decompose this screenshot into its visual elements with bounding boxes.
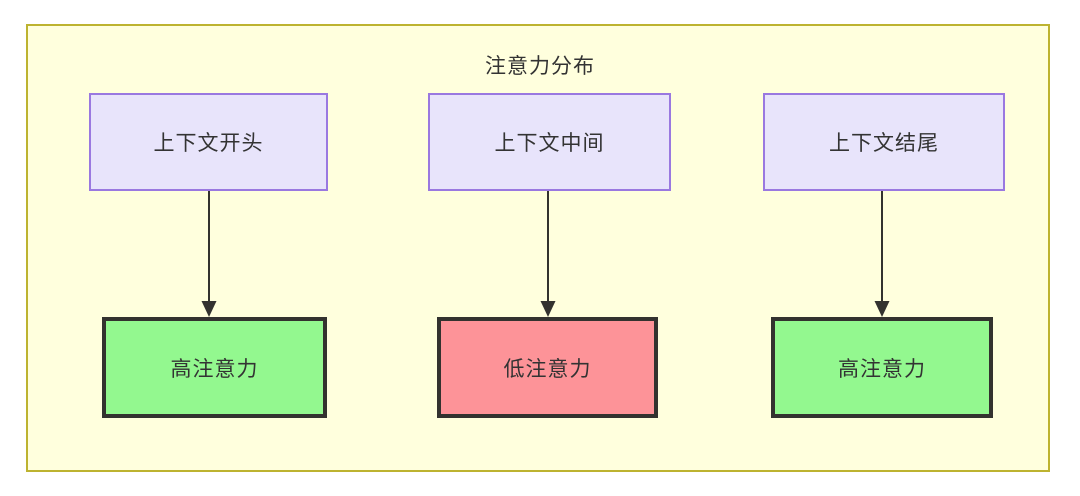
node-high-attention-end[interactable]: 高注意力 xyxy=(771,317,993,418)
node-context-start[interactable]: 上下文开头 xyxy=(89,93,328,191)
node-context-start-label: 上下文开头 xyxy=(153,131,264,155)
node-context-middle[interactable]: 上下文中间 xyxy=(428,93,671,191)
node-context-end-label: 上下文结尾 xyxy=(829,131,939,155)
node-context-middle-label: 上下文中间 xyxy=(494,131,605,155)
node-low-attention-middle[interactable]: 低注意力 xyxy=(437,317,658,418)
node-low-attention-middle-label: 低注意力 xyxy=(503,356,592,381)
node-high-attention-start[interactable]: 高注意力 xyxy=(102,317,327,418)
node-high-attention-end-label: 高注意力 xyxy=(838,356,926,381)
node-context-end[interactable]: 上下文结尾 xyxy=(763,93,1005,191)
diagram-title: 注意力分布 xyxy=(485,54,595,78)
node-high-attention-start-label: 高注意力 xyxy=(170,356,259,381)
